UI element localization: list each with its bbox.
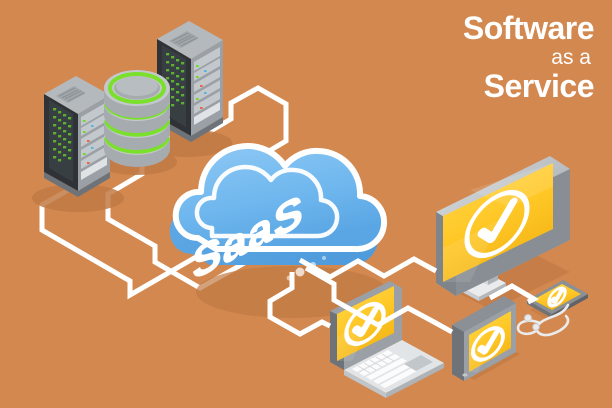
server-right-vents	[169, 31, 199, 48]
database-cylinder	[104, 70, 170, 167]
title-block: Software as a Service	[462, 10, 595, 104]
db-disc-4-body	[104, 137, 170, 167]
db-top-glow-ring	[108, 72, 166, 104]
laptop	[330, 281, 444, 398]
server-rack-left	[44, 76, 110, 197]
db-glow-4	[104, 136, 170, 154]
laptop-trackpad	[404, 355, 433, 371]
laptop-deck-front	[344, 370, 386, 398]
title-line-software: Software	[462, 10, 595, 46]
line-cloud-to-tablet	[304, 265, 454, 335]
line-cloud-to-laptop	[267, 272, 332, 337]
db-disc-3-body	[104, 120, 170, 150]
server-right-base	[157, 117, 223, 142]
title-line-service: Service	[483, 68, 595, 104]
earbud-left	[524, 314, 532, 322]
line-database-to-cloud	[105, 157, 250, 291]
server-left-base	[44, 172, 110, 197]
title-line-as-a: as a	[551, 46, 591, 69]
server-right-rack-units	[194, 47, 220, 125]
server-left-led-pattern	[53, 108, 72, 162]
line-monitor-to-smartphone	[488, 283, 540, 305]
db-disc-2-body	[104, 103, 170, 133]
server-rack-right	[157, 21, 223, 142]
earbud-right	[532, 323, 540, 331]
db-glow-3	[104, 119, 170, 137]
tablet-body-edge	[452, 325, 464, 381]
check-circle-icon	[547, 286, 567, 308]
server-left-rack-units	[81, 102, 107, 180]
check-circle-icon	[471, 326, 505, 362]
tablet	[452, 296, 520, 381]
server-left-vents	[56, 86, 86, 103]
earbud-cable	[535, 303, 570, 337]
desktop-monitor	[436, 156, 570, 310]
shadow-server-left	[32, 184, 124, 212]
line-cloud-to-monitor	[298, 256, 438, 280]
earbuds	[516, 303, 570, 337]
check-circle-icon	[464, 189, 530, 259]
laptop-keys	[352, 350, 417, 388]
tablet-home-button	[462, 373, 468, 377]
cloud-inner-contour	[194, 164, 340, 239]
laptop-key-gaps	[357, 353, 395, 374]
db-disc-1-body	[104, 88, 170, 118]
